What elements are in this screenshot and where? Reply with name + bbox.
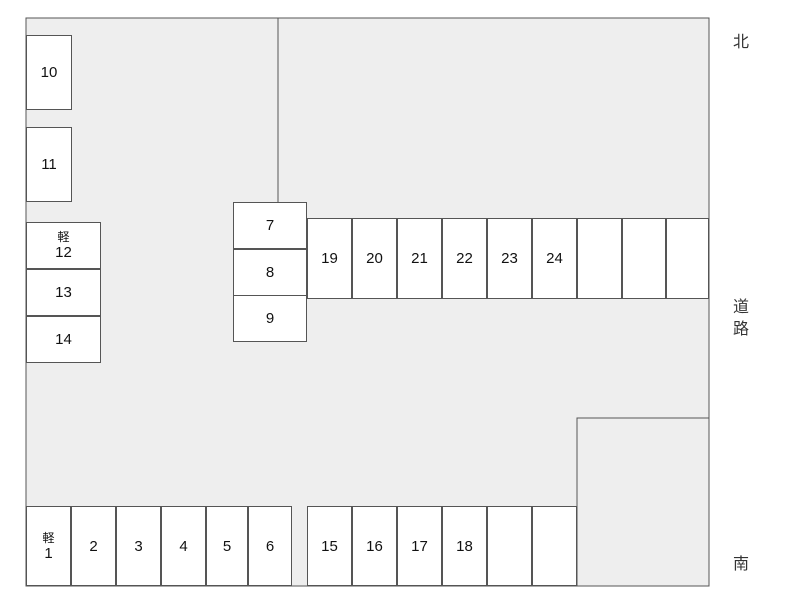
spot-number: 11 [41, 156, 57, 173]
spot-number: 4 [179, 537, 188, 555]
road-label: 道 路 [732, 297, 749, 338]
parking-spot-8: 8 [233, 249, 307, 296]
parking-spot-11: 11 [26, 127, 72, 202]
parking-spot-4: 4 [161, 506, 206, 586]
kei-car-label: 軽 [42, 530, 55, 545]
parking-spot-2: 2 [71, 506, 116, 586]
parking-spot-13: 13 [26, 269, 101, 316]
spot-number: 16 [366, 537, 383, 555]
building-block [576, 417, 710, 587]
parking-spot-3: 3 [116, 506, 161, 586]
spot-number: 6 [265, 537, 275, 555]
parking-spot-7: 7 [233, 202, 307, 249]
spot-number: 5 [222, 537, 232, 555]
spot-number: 18 [456, 537, 473, 555]
spot-number: 9 [265, 310, 275, 327]
parking-spot-unnumbered [666, 218, 709, 299]
spot-number: 19 [321, 250, 338, 267]
parking-spot-14: 14 [26, 316, 101, 363]
parking-spot-22: 22 [442, 218, 487, 299]
parking-spot-unnumbered [532, 506, 577, 586]
parking-spot-unnumbered [487, 506, 532, 586]
spot-number: 23 [501, 250, 518, 267]
north-label: 北 [732, 32, 749, 51]
parking-spot-10: 10 [26, 35, 72, 110]
parking-spot-5: 5 [206, 506, 248, 586]
spot-number: 20 [366, 250, 383, 267]
parking-spot-17: 17 [397, 506, 442, 586]
parking-spot-unnumbered [622, 218, 666, 299]
kei-car-label: 軽 [57, 230, 70, 244]
parking-spot-21: 21 [397, 218, 442, 299]
parking-spot-24: 24 [532, 218, 577, 299]
spot-number: 1 [44, 544, 53, 562]
parking-spot-19: 19 [307, 218, 352, 299]
spot-number: 24 [546, 250, 563, 267]
spot-number: 22 [456, 250, 473, 267]
spot-number: 8 [265, 264, 275, 281]
spot-number: 7 [265, 217, 275, 234]
spot-number: 17 [411, 537, 428, 555]
spot-number: 13 [55, 284, 72, 301]
parking-spot-unnumbered [577, 218, 622, 299]
parking-spot-16: 16 [352, 506, 397, 586]
south-label: 南 [732, 554, 749, 573]
spot-number: 10 [40, 64, 58, 81]
parking-spot-18: 18 [442, 506, 487, 586]
spot-number: 14 [55, 331, 72, 348]
parking-spot-15: 15 [307, 506, 352, 586]
parking-spot-23: 23 [487, 218, 532, 299]
spot-number: 21 [411, 250, 428, 267]
parking-spot-20: 20 [352, 218, 397, 299]
parking-spot-9: 9 [233, 295, 307, 342]
parking-spot-6: 6 [248, 506, 292, 586]
spot-number: 3 [134, 537, 143, 555]
spot-number: 15 [321, 537, 338, 555]
spot-number: 12 [55, 244, 72, 261]
spot-number: 2 [89, 537, 98, 555]
